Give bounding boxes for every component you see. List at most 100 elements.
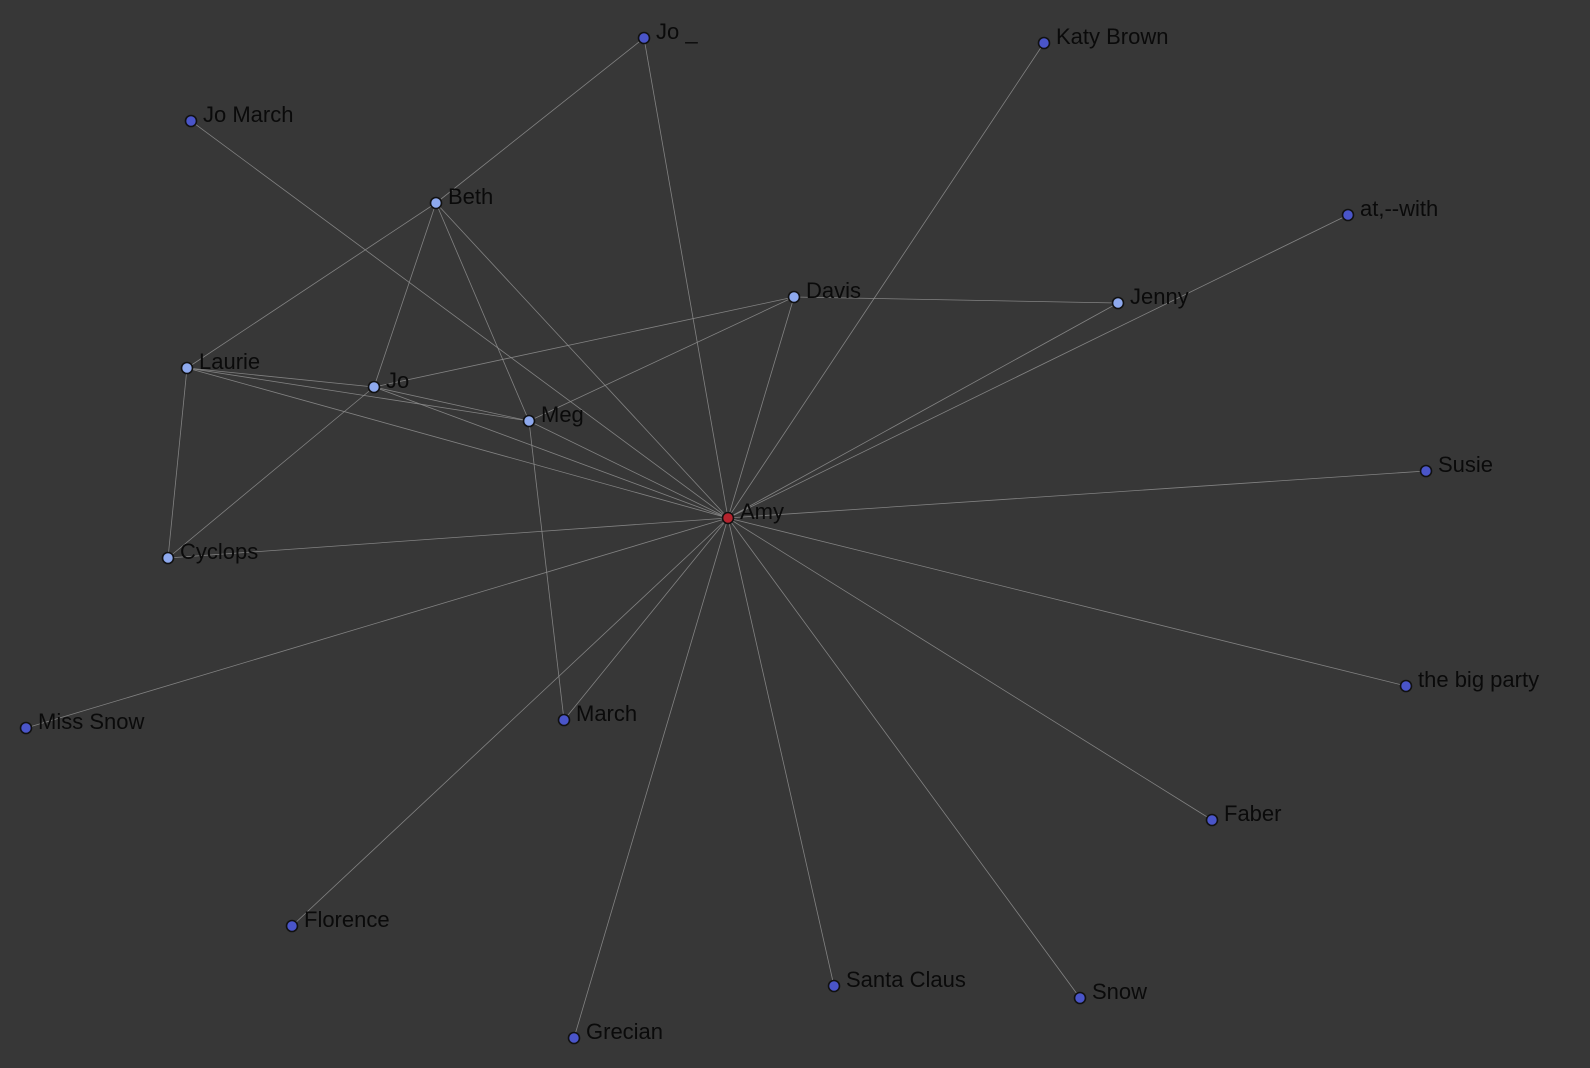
node-beth[interactable]: Beth xyxy=(429,184,494,210)
node-label-laurie: Laurie xyxy=(199,349,260,374)
node-faber[interactable]: Faber xyxy=(1205,801,1282,827)
node-label-jo_: Jo _ xyxy=(656,19,698,44)
node-dot-misssnow[interactable] xyxy=(19,721,33,735)
edge-amy-jenny xyxy=(727,302,1119,519)
edge-amy-susie xyxy=(727,470,1427,519)
edge-amy-misssnow xyxy=(25,517,729,729)
node-jenny[interactable]: Jenny xyxy=(1111,284,1189,310)
node-snow[interactable]: Snow xyxy=(1073,979,1148,1005)
node-katy[interactable]: Katy Brown xyxy=(1037,24,1169,50)
node-dot-snow[interactable] xyxy=(1073,991,1087,1005)
node-dot-jo[interactable] xyxy=(367,380,381,394)
node-laurie[interactable]: Laurie xyxy=(180,349,261,375)
edge-amy-santa xyxy=(727,517,835,987)
edge-davis-meg xyxy=(528,296,795,422)
node-jomarch[interactable]: Jo March xyxy=(184,102,294,128)
node-santa[interactable]: Santa Claus xyxy=(827,967,966,993)
edge-beth-laurie xyxy=(186,202,437,369)
edge-beth-jo_ xyxy=(435,37,645,204)
node-label-meg: Meg xyxy=(541,402,584,427)
node-jo[interactable]: Jo xyxy=(367,368,410,394)
node-label-bigparty: the big party xyxy=(1418,667,1539,692)
edge-amy-atwith xyxy=(727,214,1349,519)
node-dot-beth[interactable] xyxy=(429,196,443,210)
node-label-florence: Florence xyxy=(304,907,390,932)
edge-laurie-cyclops xyxy=(167,367,188,559)
node-dot-jenny[interactable] xyxy=(1111,296,1125,310)
node-label-davis: Davis xyxy=(806,278,861,303)
node-label-atwith: at,--with xyxy=(1360,196,1438,221)
edge-jo-meg xyxy=(373,386,530,422)
edges-layer xyxy=(25,37,1427,1039)
node-label-amy: Amy xyxy=(740,499,784,524)
edge-jo-cyclops xyxy=(167,386,375,559)
node-label-misssnow: Miss Snow xyxy=(38,709,144,734)
node-dot-meg[interactable] xyxy=(522,414,536,428)
node-dot-amy[interactable] xyxy=(721,511,735,525)
node-label-jomarch: Jo March xyxy=(203,102,293,127)
node-amy[interactable]: Amy xyxy=(721,499,785,525)
edge-amy-jo xyxy=(373,386,729,519)
node-dot-bigparty[interactable] xyxy=(1399,679,1413,693)
node-cyclops[interactable]: Cyclops xyxy=(161,539,259,565)
node-label-katy: Katy Brown xyxy=(1056,24,1169,49)
edge-amy-beth xyxy=(435,202,729,519)
node-dot-florence[interactable] xyxy=(285,919,299,933)
node-label-march: March xyxy=(576,701,637,726)
node-davis[interactable]: Davis xyxy=(787,278,862,304)
node-dot-atwith[interactable] xyxy=(1341,208,1355,222)
node-jo_[interactable]: Jo _ xyxy=(637,19,699,45)
node-meg[interactable]: Meg xyxy=(522,402,584,428)
node-dot-jo_[interactable] xyxy=(637,31,651,45)
node-florence[interactable]: Florence xyxy=(285,907,390,933)
edge-amy-grecian xyxy=(573,517,729,1039)
edge-laurie-jo xyxy=(186,367,375,388)
node-label-beth: Beth xyxy=(448,184,493,209)
edge-amy-florence xyxy=(291,517,729,927)
node-dot-grecian[interactable] xyxy=(567,1031,581,1045)
edge-amy-jo_ xyxy=(643,37,729,519)
edge-amy-davis xyxy=(727,296,795,519)
node-dot-cyclops[interactable] xyxy=(161,551,175,565)
edge-beth-jo xyxy=(373,202,437,388)
node-label-santa: Santa Claus xyxy=(846,967,966,992)
edge-meg-march xyxy=(528,420,565,721)
node-dot-jomarch[interactable] xyxy=(184,114,198,128)
node-march[interactable]: March xyxy=(557,701,638,727)
edge-amy-laurie xyxy=(186,367,729,519)
edge-davis-jenny xyxy=(793,296,1119,304)
node-dot-katy[interactable] xyxy=(1037,36,1051,50)
node-dot-march[interactable] xyxy=(557,713,571,727)
node-grecian[interactable]: Grecian xyxy=(567,1019,664,1045)
node-label-snow: Snow xyxy=(1092,979,1147,1004)
edge-beth-meg xyxy=(435,202,530,422)
edge-amy-bigparty xyxy=(727,517,1407,687)
edge-amy-katy xyxy=(727,42,1045,519)
node-atwith[interactable]: at,--with xyxy=(1341,196,1439,222)
node-label-cyclops: Cyclops xyxy=(180,539,258,564)
edge-amy-snow xyxy=(727,517,1081,999)
node-dot-davis[interactable] xyxy=(787,290,801,304)
node-label-jo: Jo xyxy=(386,368,409,393)
node-label-jenny: Jenny xyxy=(1130,284,1189,309)
edge-amy-cyclops xyxy=(167,517,729,559)
node-susie[interactable]: Susie xyxy=(1419,452,1494,478)
edge-amy-faber xyxy=(727,517,1213,821)
node-label-susie: Susie xyxy=(1438,452,1493,477)
edge-amy-meg xyxy=(528,420,729,519)
edge-amy-jomarch xyxy=(190,120,729,519)
node-label-faber: Faber xyxy=(1224,801,1281,826)
node-dot-susie[interactable] xyxy=(1419,464,1433,478)
node-dot-faber[interactable] xyxy=(1205,813,1219,827)
edge-laurie-meg xyxy=(186,367,530,422)
edge-davis-jo xyxy=(373,296,795,388)
node-dot-laurie[interactable] xyxy=(180,361,194,375)
node-dot-santa[interactable] xyxy=(827,979,841,993)
node-label-grecian: Grecian xyxy=(586,1019,663,1044)
node-bigparty[interactable]: the big party xyxy=(1399,667,1540,693)
edge-amy-march xyxy=(563,517,729,721)
node-misssnow[interactable]: Miss Snow xyxy=(19,709,145,735)
